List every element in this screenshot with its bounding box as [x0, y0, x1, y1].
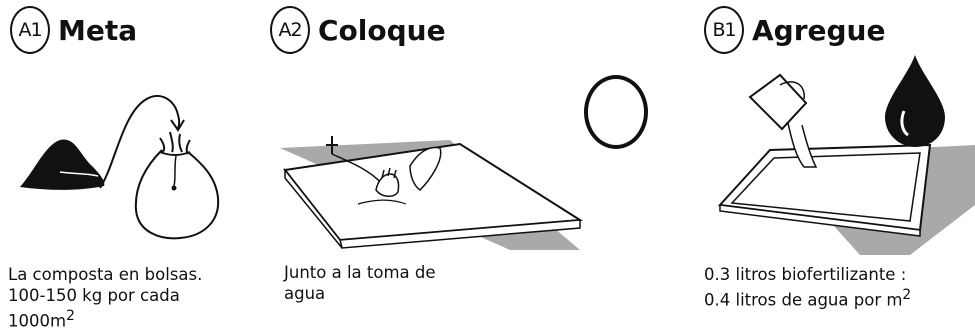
step-header: B1 Agregue — [704, 6, 885, 54]
compost-to-bag-illustration — [20, 95, 220, 240]
step-badge: A2 — [270, 6, 310, 54]
step-title: Meta — [58, 13, 138, 47]
step-title: Coloque — [318, 13, 446, 47]
bag-by-water-tap-illustration — [280, 136, 584, 250]
step-header: A1 Meta — [10, 6, 137, 54]
compost-pile-icon — [20, 139, 105, 190]
or-separator-circle — [584, 75, 648, 149]
step-badge: B1 — [704, 6, 744, 54]
step-caption: La composta en bolsas. 100-150 kg por ca… — [8, 265, 203, 331]
compost-bag-icon — [357, 167, 407, 205]
step-a1: A1 Meta La composta en bolsas. 100-150 k… — [0, 0, 260, 333]
step-caption: Junto a la toma de agua — [284, 263, 436, 303]
step-b1: B1 Agregue 0.3 litros biofertilizante : … — [690, 0, 975, 333]
step-title: Agregue — [752, 13, 886, 47]
compost-bag-icon — [134, 131, 220, 240]
step-header: A2 Coloque — [270, 6, 446, 54]
pour-biofertilizer-illustration — [717, 55, 975, 255]
arrow-path-icon — [99, 95, 181, 189]
step-a2: A2 Coloque Junto a la toma de agua — [270, 0, 584, 333]
pouring-bucket-icon — [748, 73, 818, 168]
step-caption: 0.3 litros biofertilizante : 0.4 litros … — [704, 265, 912, 310]
step-badge: A1 — [10, 6, 50, 54]
liquid-drop-icon — [885, 55, 945, 147]
